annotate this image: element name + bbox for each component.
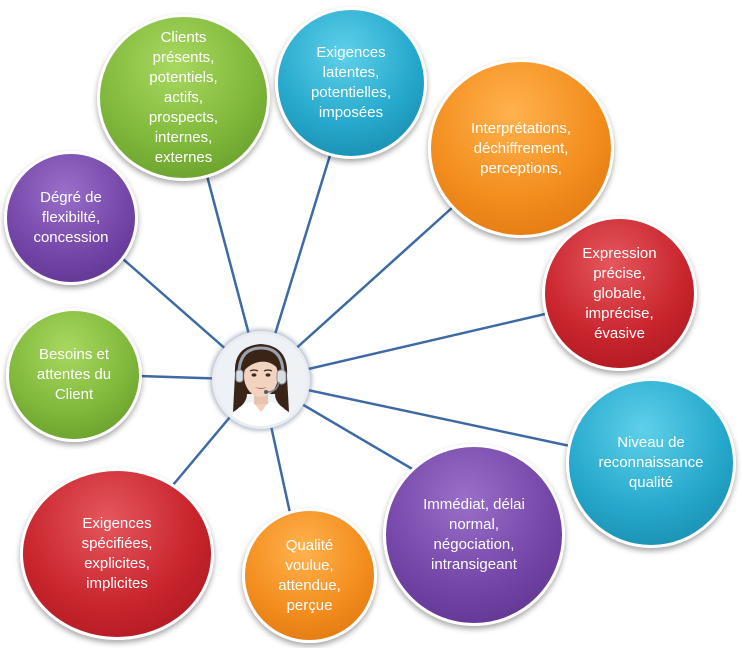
node-expression-label: Expression précise, globale, imprécise, … bbox=[582, 244, 657, 342]
node-immediat-label: Immédiat, délai normal, négociation, int… bbox=[423, 496, 525, 573]
node-exigences-specifiees-label: Exigences spécifiées, explicites, implic… bbox=[81, 515, 153, 592]
node-interpretations: Interprétations, déchiffrement, percepti… bbox=[428, 59, 614, 238]
node-expression: Expression précise, globale, imprécise, … bbox=[542, 216, 697, 371]
connector-niveau bbox=[259, 378, 572, 448]
node-interpretations-label: Interprétations, déchiffrement, percepti… bbox=[470, 119, 572, 177]
node-besoins-label: Besoins et attentes du Client bbox=[36, 346, 112, 403]
node-qualite-label: Qualité voulue, attendue, perçue bbox=[278, 536, 341, 614]
node-clients: Clients présents, potentiels, actifs, pr… bbox=[97, 14, 270, 181]
node-exigences-specifiees: Exigences spécifiées, explicites, implic… bbox=[20, 468, 214, 640]
node-degre-label: Dégré de flexibilté, concession bbox=[33, 189, 109, 246]
agent-portrait-icon bbox=[215, 334, 307, 426]
node-besoins: Besoins et attentes du Client bbox=[6, 308, 142, 442]
node-degre: Dégré de flexibilté, concession bbox=[4, 151, 138, 285]
node-immediat: Immédiat, délai normal, négociation, int… bbox=[383, 444, 565, 626]
node-niveau-label: Niveau de reconnaissance qualité bbox=[598, 434, 704, 491]
node-exigences-latentes-label: Exigences latentes, potentielles, imposé… bbox=[310, 44, 392, 121]
customer-service-agent-avatar bbox=[212, 331, 310, 429]
node-qualite: Qualité voulue, attendue, perçue bbox=[242, 508, 377, 643]
node-clients-label: Clients présents, potentiels, actifs, pr… bbox=[148, 28, 219, 166]
node-niveau: Niveau de reconnaissance qualité bbox=[566, 378, 736, 548]
node-exigences-latentes: Exigences latentes, potentielles, imposé… bbox=[275, 7, 427, 159]
